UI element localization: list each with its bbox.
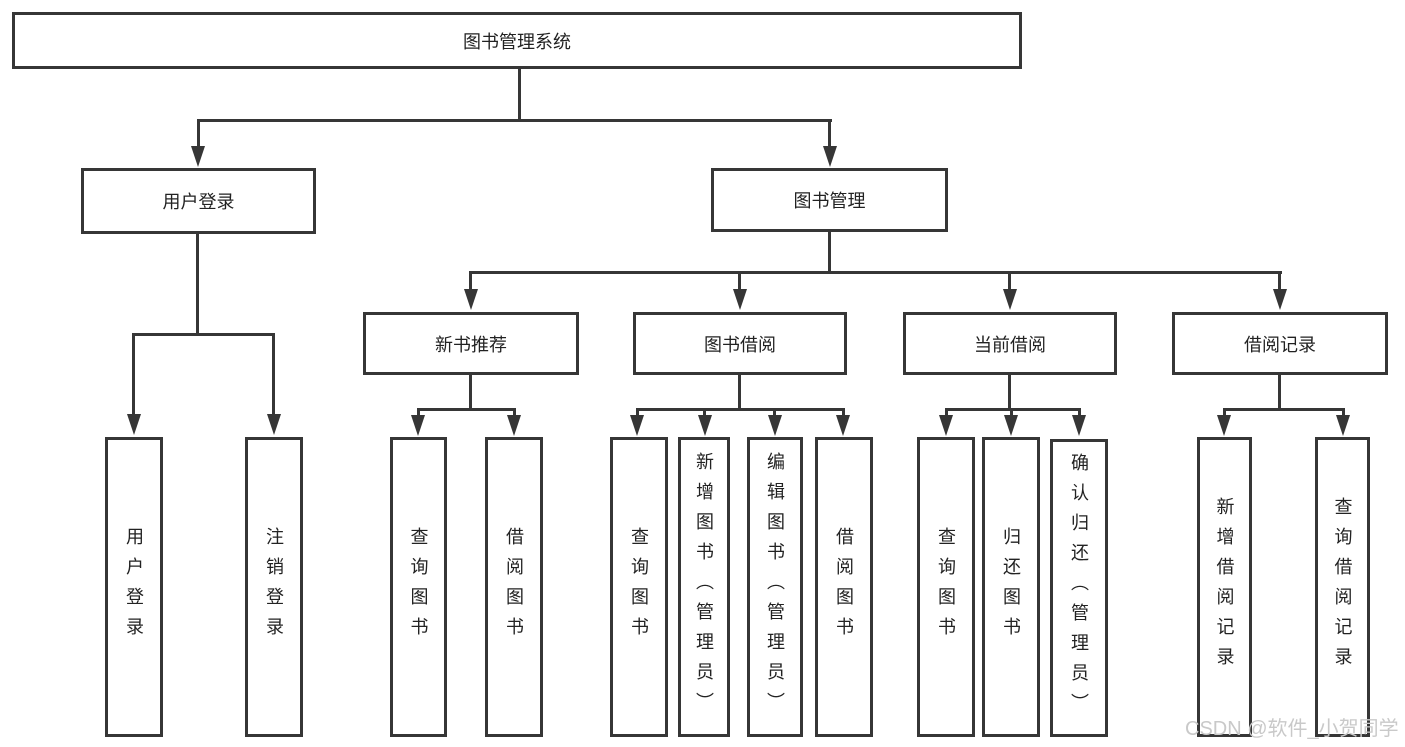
connector-borrow-records-stem (1278, 374, 1281, 411)
connector-current-borrowing-branch (945, 408, 1081, 411)
connector-drop-book-management (828, 119, 831, 150)
connector-drop-nb-borrow (513, 408, 516, 419)
arrow-cb-return (1004, 415, 1018, 436)
leaf-nb-borrow-books: 借阅图书 (485, 437, 543, 737)
connector-user-login-branch (132, 333, 275, 336)
node-book-management: 图书管理 (711, 168, 948, 232)
connector-drop-bb-edit (773, 408, 776, 419)
connector-drop-cb-return (1010, 408, 1013, 419)
connector-book-borrowing-branch (636, 408, 845, 411)
connector-borrow-records-branch (1223, 408, 1345, 411)
arrow-bb-query (630, 415, 644, 436)
connector-drop-nb-query (417, 408, 420, 419)
arrow-bb-borrow (836, 415, 850, 436)
connector-drop-br-query (1342, 408, 1345, 419)
leaf-br-query-record: 查询借阅记录 (1315, 437, 1370, 737)
arrow-book-management (823, 146, 837, 167)
connector-drop-cb-query (945, 408, 948, 419)
connector-drop-bb-query (636, 408, 639, 419)
connector-drop-br-add (1223, 408, 1226, 419)
leaf-nb-query-books: 查询图书 (390, 437, 447, 737)
leaf-logout: 注销登录 (245, 437, 303, 737)
connector-drop-leaf-login (132, 333, 135, 418)
arrow-new-book (464, 289, 478, 310)
leaf-cb-confirm-return-admin: 确认归还（管理员） (1050, 439, 1108, 737)
node-current-borrowing: 当前借阅 (903, 312, 1117, 375)
node-new-book-recommend: 新书推荐 (363, 312, 579, 375)
leaf-bb-query-books: 查询图书 (610, 437, 668, 737)
arrow-nb-query (411, 415, 425, 436)
node-book-borrowing: 图书借阅 (633, 312, 847, 375)
connector-root-branch (197, 119, 832, 122)
connector-drop-book-borrowing (738, 271, 741, 292)
connector-drop-current-borrowing (1008, 271, 1011, 292)
connector-new-book-branch (417, 408, 516, 411)
arrow-bb-add (698, 415, 712, 436)
connector-book-borrowing-stem (738, 374, 741, 411)
arrow-leaf-login (127, 414, 141, 435)
connector-book-management-stem (828, 232, 831, 274)
arrow-user-login (191, 146, 205, 167)
connector-drop-borrow-records (1278, 271, 1281, 292)
arrow-borrow-records (1273, 289, 1287, 310)
connector-drop-leaf-logout (272, 333, 275, 418)
arrow-cb-confirm (1072, 415, 1086, 436)
arrow-current-borrowing (1003, 289, 1017, 310)
connector-user-login-stem (196, 233, 199, 336)
connector-book-management-branch (470, 271, 1282, 274)
arrow-leaf-logout (267, 414, 281, 435)
leaf-bb-add-book-admin: 新增图书（管理员） (678, 437, 730, 737)
leaf-cb-return-books: 归还图书 (982, 437, 1040, 737)
leaf-user-login: 用户登录 (105, 437, 163, 737)
connector-drop-bb-borrow (842, 408, 845, 419)
node-root: 图书管理系统 (12, 12, 1022, 69)
arrow-nb-borrow (507, 415, 521, 436)
connector-new-book-stem (469, 374, 472, 411)
connector-drop-cb-confirm (1078, 408, 1081, 419)
connector-drop-user-login (197, 119, 200, 150)
csdn-watermark: CSDN @软件_小贺同学 (1185, 718, 1399, 740)
leaf-bb-borrow-books: 借阅图书 (815, 437, 873, 737)
arrow-bb-edit (768, 415, 782, 436)
arrow-book-borrowing (733, 289, 747, 310)
connector-drop-new-book (469, 271, 472, 292)
node-borrow-records: 借阅记录 (1172, 312, 1388, 375)
leaf-bb-edit-book-admin: 编辑图书（管理员） (747, 437, 803, 737)
arrow-cb-query (939, 415, 953, 436)
node-user-login: 用户登录 (81, 168, 316, 234)
arrow-br-add (1217, 415, 1231, 436)
arrow-br-query (1336, 415, 1350, 436)
connector-drop-bb-add (703, 408, 706, 419)
leaf-br-add-record: 新增借阅记录 (1197, 437, 1252, 737)
leaf-cb-query-books: 查询图书 (917, 437, 975, 737)
connector-root-stem (518, 68, 521, 121)
connector-current-borrowing-stem (1008, 374, 1011, 411)
